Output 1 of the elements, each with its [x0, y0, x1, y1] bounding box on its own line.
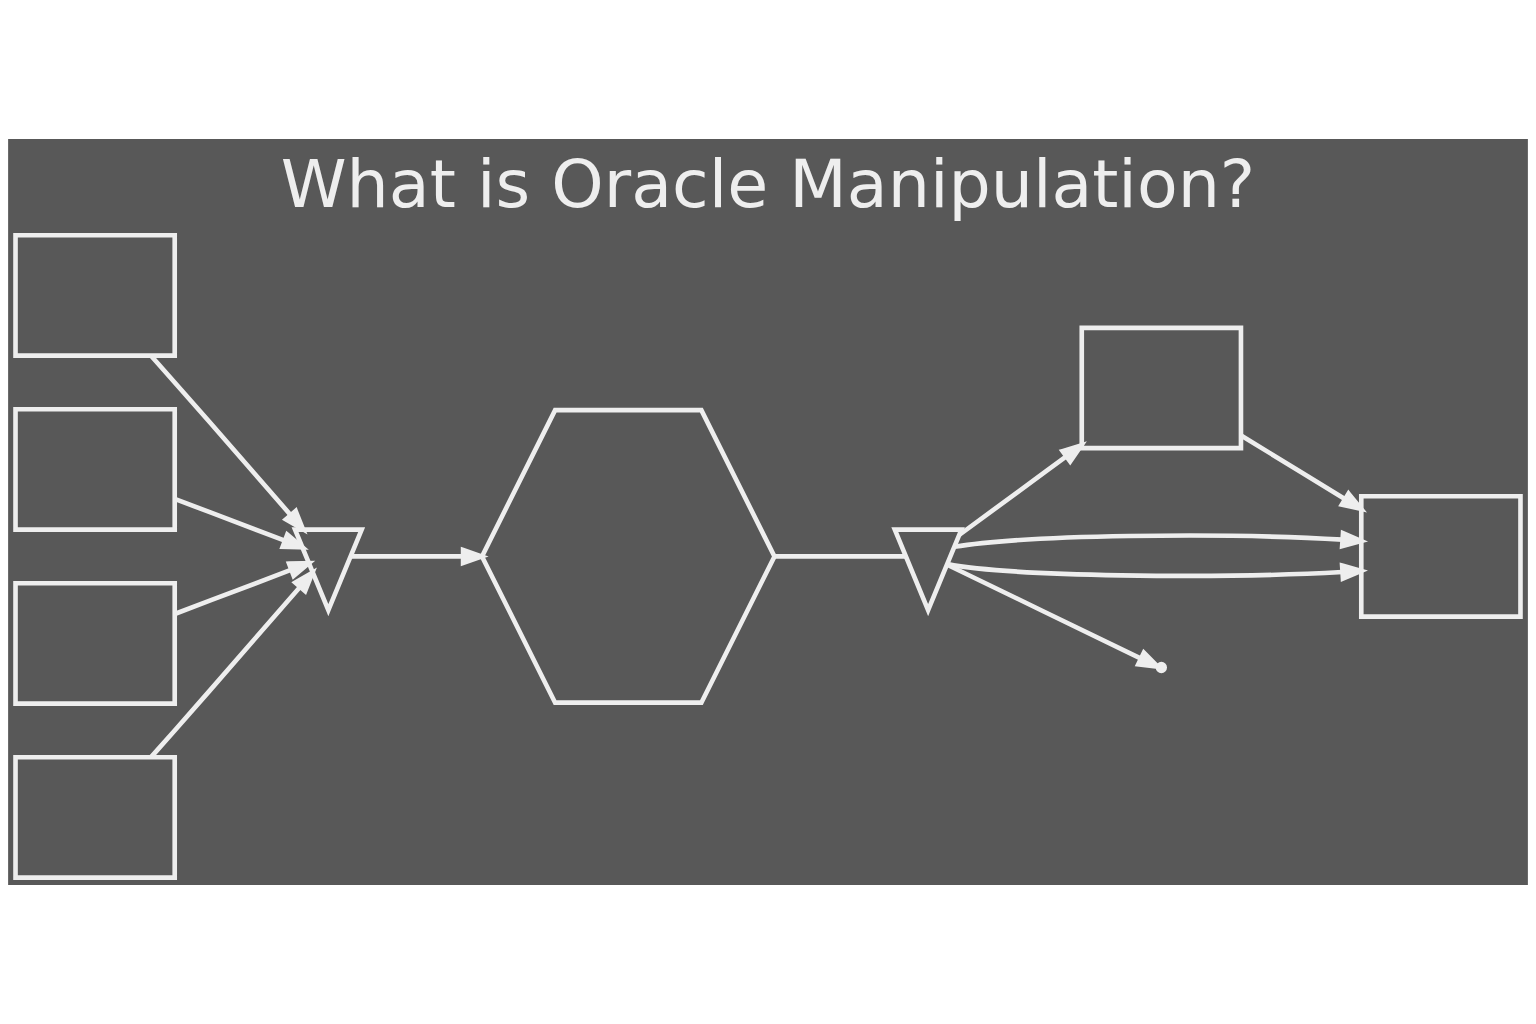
diagram-title: What is Oracle Manipulation? [280, 145, 1256, 224]
